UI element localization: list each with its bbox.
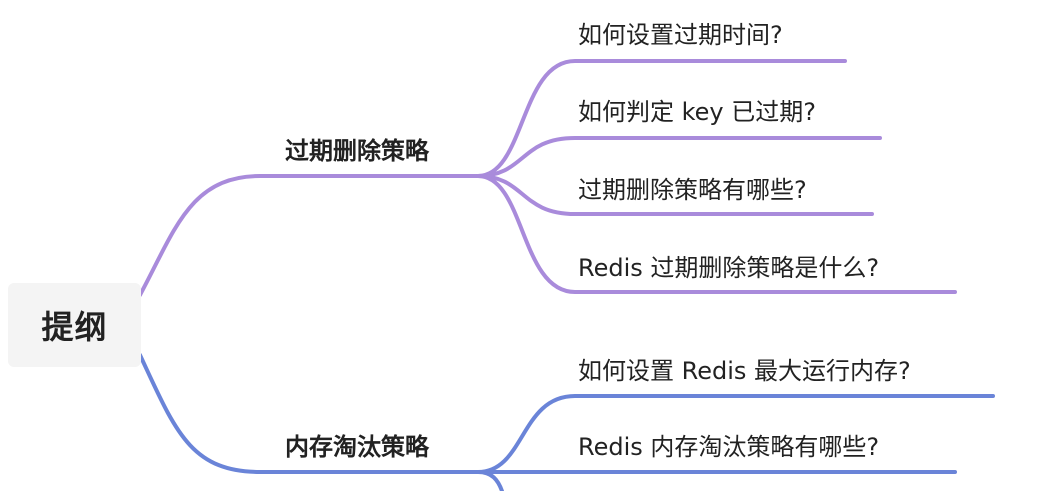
- edge-root-branch-1: [138, 174, 480, 297]
- edge-branch-2-leaf-1: [476, 394, 995, 474]
- edge-branch-1-leaf-2: [476, 136, 882, 178]
- leaf-node-check-key-expired[interactable]: 如何判定 key 已过期?: [578, 98, 817, 126]
- edge-branch-1-leaf-1: [476, 59, 847, 178]
- branch-node-memory-eviction[interactable]: 内存淘汰策略: [285, 433, 429, 461]
- edge-root-branch-2: [138, 353, 480, 474]
- leaf-node-eviction-strategies[interactable]: Redis 内存淘汰策略有哪些?: [578, 433, 880, 461]
- leaf-node-expiry-strategies[interactable]: 过期删除策略有哪些?: [578, 176, 807, 204]
- root-node-label: 提纲: [41, 308, 108, 346]
- leaf-node-set-maxmemory[interactable]: 如何设置 Redis 最大运行内存?: [578, 357, 911, 385]
- branch-node-expiry-deletion[interactable]: 过期删除策略: [285, 137, 429, 165]
- edge-branch-1-leaf-4: [476, 174, 957, 294]
- edge-branch-2-leaf-3-partial: [476, 470, 504, 491]
- edge-branch-1-leaf-3: [476, 174, 874, 216]
- root-node[interactable]: 提纲: [8, 283, 141, 367]
- leaf-node-redis-expiry-strategy[interactable]: Redis 过期删除策略是什么?: [578, 254, 880, 282]
- leaf-node-set-expiry[interactable]: 如何设置过期时间?: [578, 21, 783, 49]
